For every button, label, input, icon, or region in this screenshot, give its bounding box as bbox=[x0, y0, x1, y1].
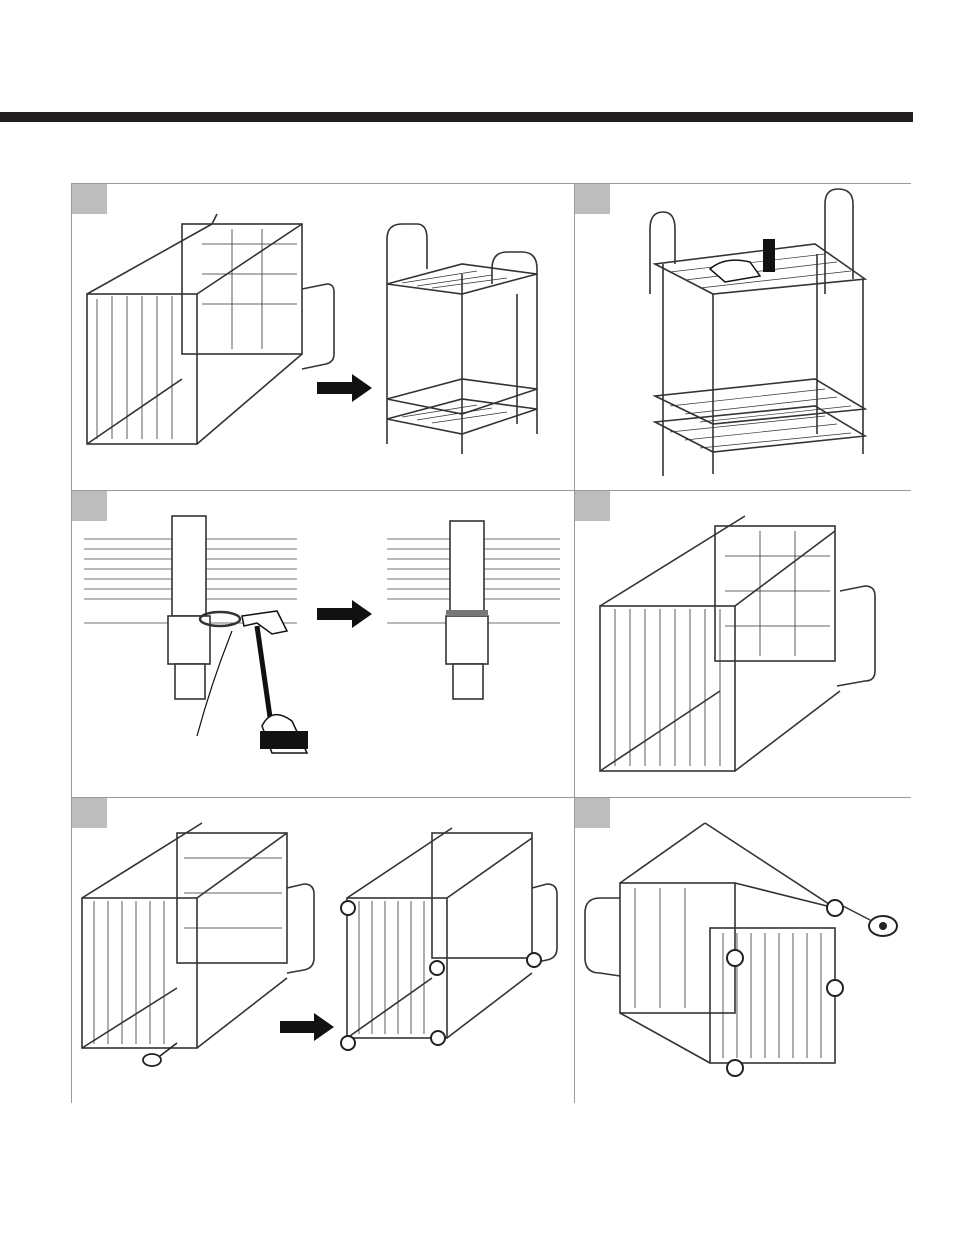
header-rule bbox=[0, 112, 913, 122]
step-panel-4 bbox=[575, 491, 911, 797]
step-panel-3 bbox=[72, 491, 574, 797]
hammer-sleeve-illustration bbox=[72, 491, 574, 797]
step-panel-6 bbox=[575, 798, 911, 1103]
instruction-grid bbox=[71, 183, 911, 1103]
step-panel-2 bbox=[575, 184, 911, 490]
grid-divider-row-2 bbox=[72, 797, 910, 798]
step-panel-5 bbox=[72, 798, 574, 1103]
shelf-attach-illustration bbox=[575, 184, 911, 490]
grid-divider-vertical bbox=[574, 184, 575, 1102]
insert-casters-illustration bbox=[72, 798, 574, 1103]
frame-to-cart-illustration bbox=[72, 184, 574, 490]
frame-on-side-illustration bbox=[575, 491, 911, 797]
grid-divider-row-1 bbox=[72, 490, 910, 491]
caster-detail-illustration bbox=[575, 798, 911, 1103]
step-panel-1 bbox=[72, 184, 574, 490]
